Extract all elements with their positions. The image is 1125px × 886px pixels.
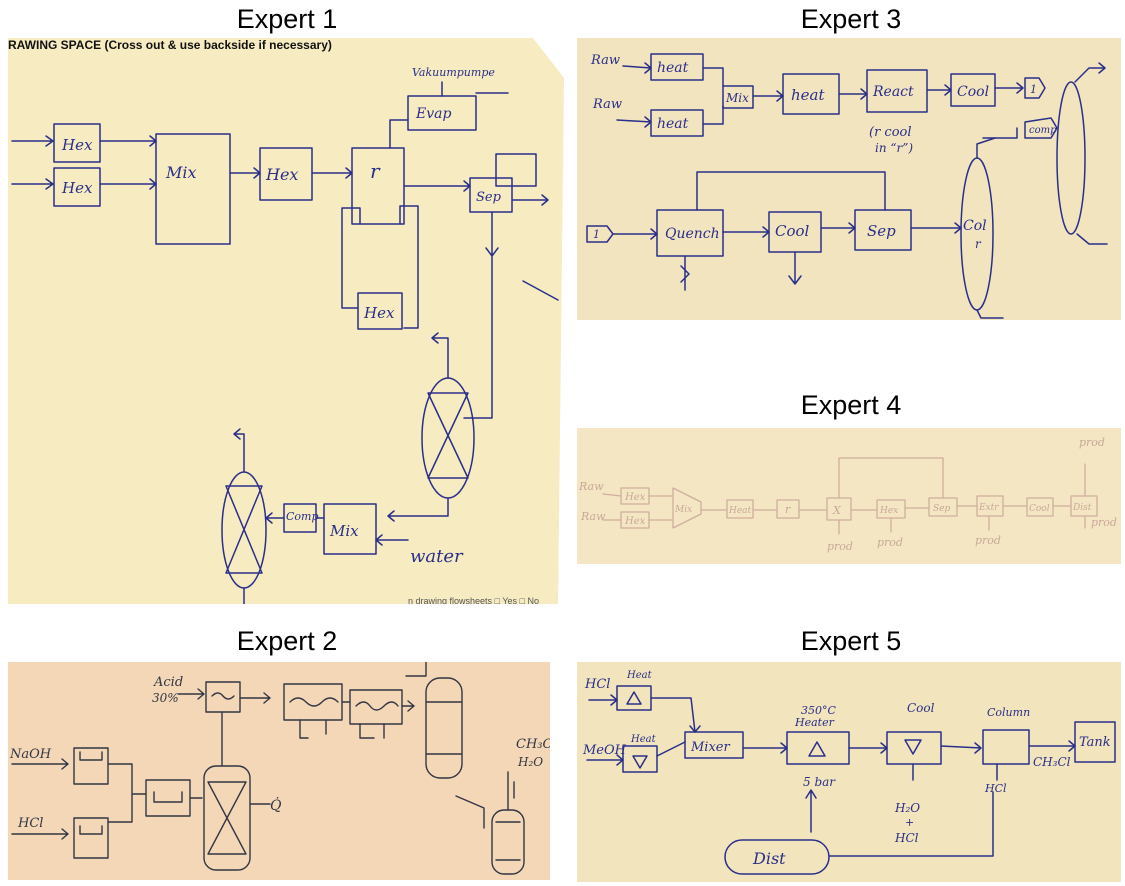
expert-2-qdot: Q̇ <box>270 796 282 814</box>
expert-5-heater: Heater <box>794 716 835 729</box>
expert-4-sheet: Raw Raw Hex Hex Mix Heat r X Hex Sep Ext… <box>577 428 1121 564</box>
expert-1-reactor: r <box>370 159 381 183</box>
expert-5-cool: Cool <box>907 701 935 715</box>
expert-3-mix: Mix <box>725 91 749 105</box>
expert-1-sep: Sep <box>476 190 502 205</box>
expert-4-hex-1: Hex <box>624 492 646 503</box>
expert-1-header: RAWING SPACE (Cross out & use backside i… <box>8 38 332 52</box>
expert-1-sheet: RAWING SPACE (Cross out & use backside i… <box>8 38 564 604</box>
expert-3-link-1: 1 <box>1030 83 1037 96</box>
expert-5-h2o: H₂O <box>894 801 920 815</box>
expert-5-heat-1: Heat <box>626 670 653 681</box>
expert-5-plus: + <box>905 816 914 829</box>
expert-4-r: r <box>785 503 791 516</box>
expert-5-hcl-recycle: HCl <box>984 782 1007 795</box>
expert-3-raw-2: Raw <box>592 97 622 112</box>
expert-5-sheet: HCl Heat MeOH Heat Mixer 350°C Heater 5 … <box>577 662 1121 882</box>
expert-4-prod-top: prod <box>1079 436 1105 449</box>
expert-5-ch3cl: CH₃Cl <box>1033 755 1071 769</box>
expert-5-heat-2: Heat <box>630 734 657 745</box>
expert-3-note-1: (r cool <box>869 125 912 140</box>
expert-3-raw-1: Raw <box>590 53 620 68</box>
expert-2-sheet: NaOH HCl Q̇ Acid 30% CH₃Cl H₂O <box>8 662 550 880</box>
expert-5-meoh: MeOH <box>582 743 627 758</box>
expert-3-link-2: 1 <box>593 228 600 241</box>
expert-3-heat-1: heat <box>657 60 689 76</box>
caption-expert-1: Expert 1 <box>212 4 362 35</box>
expert-5-tank: Tank <box>1079 735 1111 750</box>
caption-expert-4: Expert 4 <box>776 390 926 421</box>
expert-2-h2o: H₂O <box>517 755 543 769</box>
expert-1-hex-in-2: Hex <box>61 179 93 197</box>
expert-2-naoh: NaOH <box>9 747 52 762</box>
expert-2-hcl: HCl <box>17 816 43 831</box>
expert-5-mixer: Mixer <box>690 740 730 755</box>
expert-1-mix-water: Mix <box>329 522 359 540</box>
expert-5-hcl: HCl <box>584 677 610 692</box>
expert-3-col: Col <box>963 218 987 234</box>
caption-expert-2: Expert 2 <box>212 626 362 657</box>
expert-4-sep: Sep <box>933 504 950 514</box>
expert-2-acid-line-2: 30% <box>152 691 179 705</box>
expert-1-water: water <box>410 546 464 567</box>
expert-1-comp: Comp <box>286 510 319 523</box>
expert-4-prod-a: prod <box>827 540 853 553</box>
expert-4-raw-1: Raw <box>578 480 604 493</box>
expert-3-cool-1: Cool <box>957 84 989 100</box>
expert-2-acid-line-1: Acid <box>153 675 183 690</box>
expert-5-columns: Column <box>987 706 1030 719</box>
caption-expert-5: Expert 5 <box>776 626 926 657</box>
expert-4-dist: Dist <box>1072 503 1092 513</box>
expert-4-x: X <box>832 504 842 517</box>
expert-4-prod-right: prod <box>1091 516 1117 529</box>
expert-1-vacuum: Vakuumpumpe <box>412 66 495 79</box>
expert-1-hex-mid: Hex <box>265 165 298 184</box>
expert-3-heat-2: heat <box>657 116 689 132</box>
expert-4-hex-3: Hex <box>879 506 898 516</box>
expert-4-cool: Cool <box>1029 504 1050 514</box>
expert-4-prod-c: prod <box>975 534 1001 547</box>
expert-3-cool-2: Cool <box>775 222 810 240</box>
expert-3-sep: Sep <box>867 222 896 240</box>
expert-3-sheet: Raw Raw heat heat Mix heat React (r cool… <box>577 38 1121 320</box>
caption-expert-3: Expert 3 <box>776 4 926 35</box>
expert-5-dist: Dist <box>752 849 786 868</box>
expert-1-hex-in-1: Hex <box>61 136 93 154</box>
expert-4-prod-b: prod <box>877 536 903 549</box>
expert-3-note-2: in “r”) <box>875 141 913 155</box>
expert-4-hex-2: Hex <box>624 516 646 527</box>
expert-3-heat-3: heat <box>791 86 825 104</box>
expert-4-extr: Extr <box>978 503 999 513</box>
expert-3-comp: comp <box>1029 125 1057 136</box>
expert-4-heat: Heat <box>728 506 752 516</box>
expert-1-evap: Evap <box>415 106 451 122</box>
expert-5-hcl-out: HCl <box>894 831 919 845</box>
expert-4-raw-2: Raw <box>580 510 606 523</box>
expert-1-footer: n drawing flowsheets □ Yes □ No <box>408 596 539 604</box>
expert-5-pressure: 5 bar <box>803 775 836 789</box>
expert-1-hex-loop: Hex <box>363 304 395 322</box>
expert-3-quench: Quench <box>665 226 720 242</box>
expert-1-mix-main: Mix <box>165 163 197 182</box>
expert-3-react: React <box>872 84 914 100</box>
expert-2-ch3cl: CH₃Cl <box>516 737 550 752</box>
expert-4-mix: Mix <box>674 505 692 515</box>
